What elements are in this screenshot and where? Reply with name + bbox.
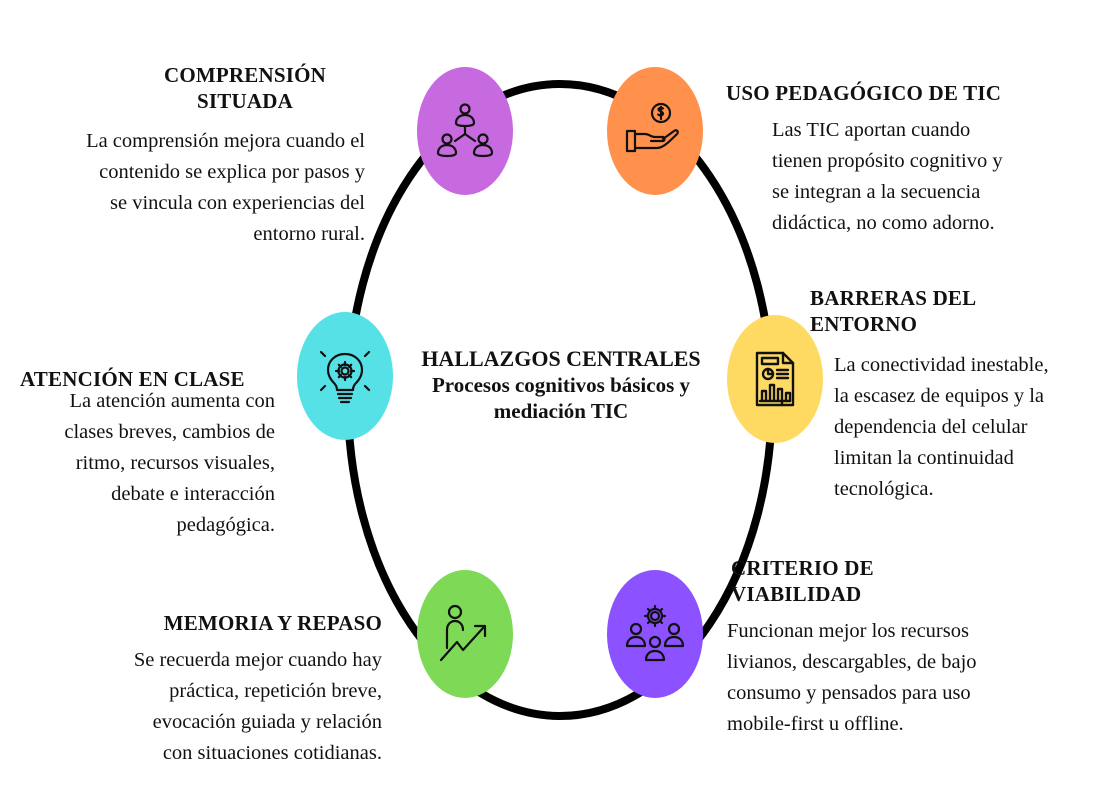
desc-line: con situaciones cotidianas. bbox=[162, 742, 382, 764]
team-gear-icon bbox=[625, 604, 685, 662]
comprension-title-line1: COMPRENSIÓN bbox=[163, 63, 327, 87]
desc-line: Se recuerda mejor cuando hay bbox=[133, 649, 382, 671]
node-criterio bbox=[607, 570, 703, 698]
atencion-description: La atención aumenta con clases breves, c… bbox=[10, 386, 275, 541]
person-growth-icon bbox=[439, 604, 487, 662]
node-uso-pedagogico bbox=[607, 67, 703, 195]
desc-line: dependencia del celular bbox=[834, 416, 1028, 438]
comprension-title-line2: SITUADA bbox=[197, 89, 293, 113]
desc-line: se integran a la secuencia bbox=[772, 181, 981, 203]
report-document-icon bbox=[755, 351, 795, 407]
desc-line: livianos, descargables, de bajo bbox=[727, 651, 977, 673]
desc-line: limitan la continuidad bbox=[834, 447, 1014, 469]
desc-line: entorno rural. bbox=[253, 223, 365, 245]
desc-line: se vincula con experiencias del bbox=[110, 192, 365, 214]
node-atencion bbox=[297, 312, 393, 440]
desc-line: debate e interacción bbox=[111, 483, 275, 505]
node-barreras bbox=[727, 315, 823, 443]
desc-line: tienen propósito cognitivo y bbox=[772, 150, 1003, 172]
center-subtitle-line2: mediación TIC bbox=[493, 399, 629, 423]
desc-line: contenido se explica por pasos y bbox=[99, 161, 365, 183]
desc-line: evocación guiada y relación bbox=[152, 711, 382, 733]
lightbulb-gear-icon bbox=[319, 350, 371, 404]
barreras-description: La conectividad inestable, la escasez de… bbox=[834, 350, 1114, 505]
criterio-description: Funcionan mejor los recursos livianos, d… bbox=[727, 616, 1067, 740]
criterio-title-line1: CRITERIO DE bbox=[731, 556, 874, 580]
memoria-title: MEMORIA Y REPASO bbox=[60, 610, 382, 636]
center-title: HALLAZGOS CENTRALES bbox=[421, 346, 701, 371]
desc-line: La conectividad inestable, bbox=[834, 354, 1049, 376]
desc-line: mobile-first u offline. bbox=[727, 713, 904, 735]
center-label: HALLAZGOS CENTRALES Procesos cognitivos … bbox=[398, 346, 724, 424]
uso-pedagogico-title: USO PEDAGÓGICO DE TIC bbox=[726, 80, 1106, 106]
criterio-title-line2: VIABILIDAD bbox=[731, 582, 862, 606]
memoria-title-line1: MEMORIA Y REPASO bbox=[163, 611, 382, 635]
barreras-title-line1: BARRERAS DEL bbox=[810, 286, 977, 310]
atencion-title: ATENCIÓN EN CLASE bbox=[20, 366, 280, 386]
desc-line: consumo y pensados para uso bbox=[727, 682, 971, 704]
desc-line: Funcionan mejor los recursos bbox=[727, 620, 969, 642]
desc-line: clases breves, cambios de bbox=[64, 421, 275, 443]
barreras-title-line2: ENTORNO bbox=[810, 312, 918, 336]
comprension-title: COMPRENSIÓN SITUADA bbox=[130, 62, 360, 114]
uso-pedagogico-title-line1: USO PEDAGÓGICO DE TIC bbox=[726, 81, 1002, 105]
comprension-description: La comprensión mejora cuando el contenid… bbox=[20, 126, 365, 250]
node-comprension bbox=[417, 67, 513, 195]
desc-line: pedagógica. bbox=[176, 514, 275, 536]
node-memoria bbox=[417, 570, 513, 698]
network-people-icon bbox=[436, 103, 494, 158]
hand-coin-icon bbox=[625, 102, 679, 153]
criterio-title: CRITERIO DE VIABILIDAD bbox=[731, 555, 991, 607]
desc-line: la escasez de equipos y la bbox=[834, 385, 1045, 407]
desc-line: didáctica, no como adorno. bbox=[772, 212, 995, 234]
desc-line: La comprensión mejora cuando el bbox=[86, 130, 365, 152]
atencion-title-line1: ATENCIÓN EN CLASE bbox=[20, 367, 245, 386]
desc-line: ritmo, recursos visuales, bbox=[75, 452, 275, 474]
memoria-description: Se recuerda mejor cuando hay práctica, r… bbox=[40, 645, 382, 769]
uso-pedagogico-description: Las TIC aportan cuando tienen propósito … bbox=[772, 115, 1112, 239]
desc-line: Las TIC aportan cuando bbox=[772, 119, 971, 141]
center-subtitle-line1: Procesos cognitivos básicos y bbox=[431, 373, 691, 397]
desc-line: tecnológica. bbox=[834, 478, 934, 500]
barreras-title: BARRERAS DEL ENTORNO bbox=[810, 285, 1070, 337]
desc-line: práctica, repetición breve, bbox=[169, 680, 382, 702]
desc-line: La atención aumenta con bbox=[69, 390, 275, 412]
